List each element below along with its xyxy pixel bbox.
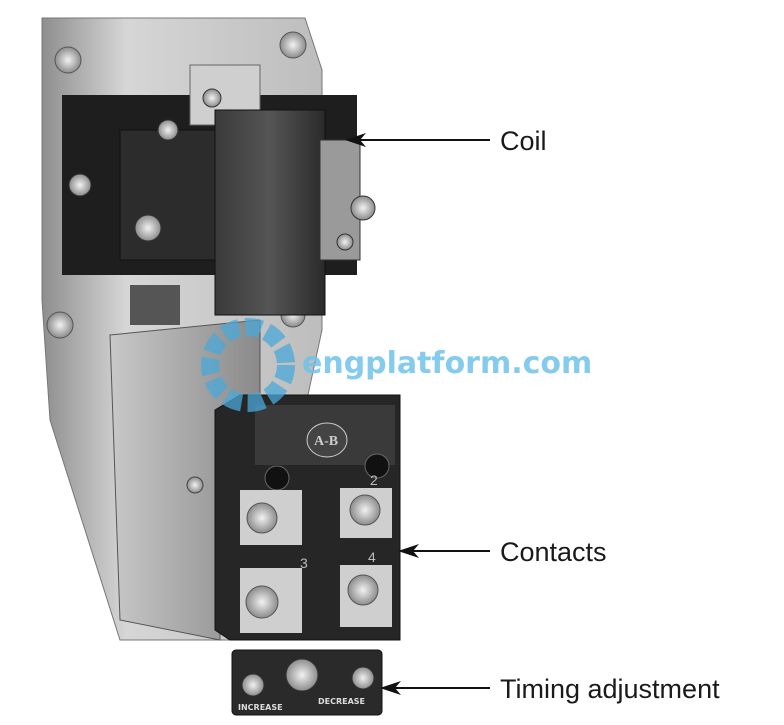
gear-icon xyxy=(201,318,295,412)
increase-marking: INCREASE xyxy=(238,703,283,712)
terminal-4-label: 4 xyxy=(368,549,376,565)
callout-arrows xyxy=(345,133,490,695)
label-timing-adjustment: Timing adjustment xyxy=(500,674,720,704)
svg-text:engplatform.com: engplatform.com xyxy=(302,346,592,381)
manufacturer-logo: A-B xyxy=(314,434,338,449)
label-contacts: Contacts xyxy=(500,537,607,567)
coil-assembly xyxy=(62,64,376,325)
decrease-marking: DECREASE xyxy=(318,697,365,706)
terminal-2-label: 2 xyxy=(370,472,378,488)
label-coil: Coil xyxy=(500,126,547,156)
terminal-3-label: 3 xyxy=(300,555,308,571)
watermark: engplatform.com xyxy=(201,318,592,412)
timing-adjustment-panel: INCREASE DECREASE xyxy=(231,649,383,716)
contact-block: A-B 2 3 4 xyxy=(214,394,401,641)
